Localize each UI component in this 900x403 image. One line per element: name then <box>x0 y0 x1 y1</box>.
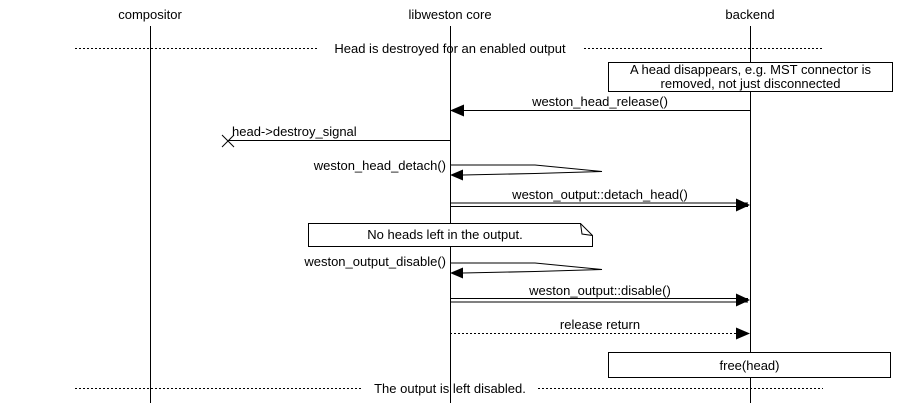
arrow-disable-arrowhead-icon <box>736 293 750 307</box>
arrow-head-detach-selfloop <box>450 164 603 176</box>
message-label-head-destroy-signal: head->destroy_signal <box>232 124 357 139</box>
message-label-weston-head-release: weston_head_release() <box>532 94 668 109</box>
divider-top-label: Head is destroyed for an enabled output <box>334 41 566 56</box>
arrow-output-disable-arrowhead-icon <box>450 267 463 279</box>
note-no-heads-fold-icon <box>580 223 593 236</box>
message-label-release-return: release return <box>559 317 641 332</box>
arrow-detach-head-arrowhead-icon <box>736 198 750 212</box>
note-no-heads-box <box>308 223 593 247</box>
arrow-output-disable-selfloop <box>450 262 603 274</box>
lost-message-x-icon <box>221 134 235 148</box>
note-head-disappears-box <box>608 62 893 92</box>
note-head-disappears-text: A head disappears, e.g. MST connector is… <box>629 62 872 91</box>
participant-label-backend: backend <box>725 7 775 22</box>
message-label-output-disable-call: weston_output::disable() <box>529 283 671 298</box>
participant-label-compositor: compositor <box>118 7 182 22</box>
divider-bottom-label: The output is left disabled. <box>374 381 526 396</box>
message-label-weston-head-detach: weston_head_detach() <box>313 158 446 173</box>
participant-label-libweston-core: libweston core <box>408 7 492 22</box>
arrow-head-detach-arrowhead-icon <box>450 169 463 181</box>
message-label-weston-output-disable: weston_output_disable() <box>304 254 446 269</box>
note-free-head-text: free(head) <box>719 357 780 373</box>
arrow-release-return-arrowhead-icon <box>736 327 750 340</box>
note-no-heads-text: No heads left in the output. <box>367 227 523 242</box>
arrow-head-release-arrowhead-icon <box>450 104 464 117</box>
message-label-detach-head: weston_output::detach_head() <box>512 187 688 202</box>
note-free-head-box <box>608 352 891 378</box>
